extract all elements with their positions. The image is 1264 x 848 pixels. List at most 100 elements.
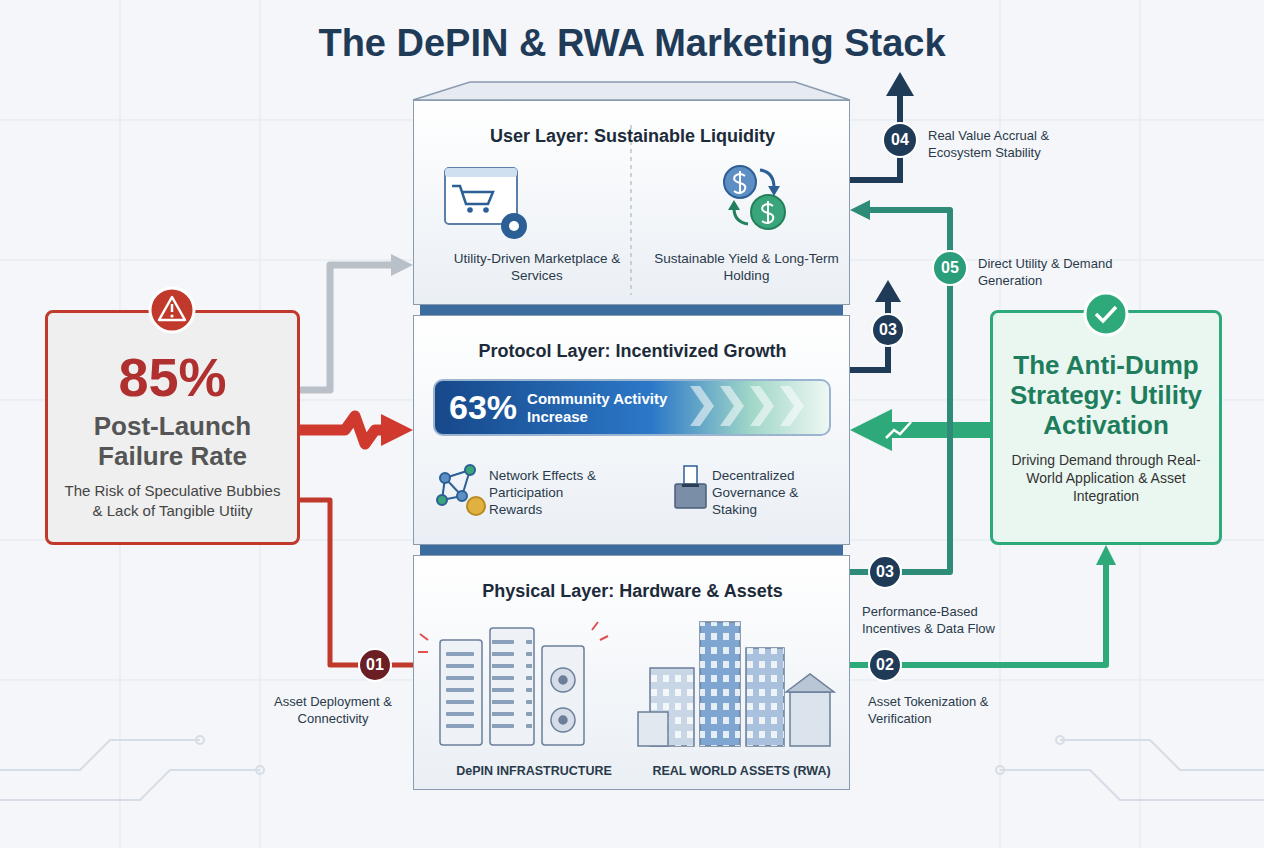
building-illustration	[700, 622, 740, 746]
marketplace-icon	[467, 207, 473, 213]
server-racks	[551, 668, 575, 692]
marketplace-icon	[445, 168, 517, 177]
callout-number: 05	[932, 250, 968, 286]
yield-icon	[760, 170, 774, 188]
warning-icon	[171, 304, 174, 312]
network-icon	[467, 497, 485, 515]
network-icon	[437, 495, 447, 505]
circuit-traces	[1056, 736, 1064, 744]
marketplace-icon	[445, 168, 517, 224]
circuit-traces	[0, 770, 260, 800]
warning-icon	[150, 288, 194, 332]
strategy-box: The Anti-Dump Strategy: Utility Activati…	[990, 310, 1222, 545]
bar-chevrons	[690, 386, 714, 426]
building-illustration	[746, 648, 784, 746]
arrow-head	[875, 280, 901, 302]
item-label: Utility-Driven Marketplace & Services	[452, 251, 622, 285]
item-label: Sustainable Yield & Long-Term Holding	[654, 251, 839, 285]
check-icon	[1096, 307, 1116, 321]
circuit-traces	[256, 766, 264, 774]
diagram-title: The DePIN & RWA Marketing Stack	[0, 22, 1264, 65]
risk-box: 85%Post-Launch Failure RateThe Risk of S…	[45, 310, 300, 545]
marketplace-icon	[452, 186, 493, 204]
growth-icon	[886, 422, 911, 438]
warning-icon	[170, 314, 173, 317]
item-label: Decentralized Governance & Staking	[712, 468, 844, 519]
network-icon	[445, 478, 462, 496]
building-illustration	[700, 622, 740, 746]
ballot-icon	[684, 466, 697, 484]
layer-box: Protocol Layer: Incentivized GrowthNetwo…	[413, 315, 850, 545]
circuit-traces	[1000, 770, 1264, 800]
divider	[630, 125, 632, 295]
warning-icon	[150, 288, 194, 332]
box-body: The Risk of Speculative Bubbies & Lack o…	[62, 481, 283, 520]
server-racks	[418, 622, 608, 745]
bar-chevrons	[720, 386, 744, 426]
circuit-traces	[0, 740, 200, 770]
bar-chevrons	[750, 386, 774, 426]
network-icon	[462, 470, 470, 496]
building-illustration	[650, 668, 694, 746]
layer-slab	[420, 305, 843, 315]
building-illustration	[650, 668, 694, 746]
flow-label: Asset Tokenization & Verification	[868, 694, 1018, 728]
server-racks	[542, 646, 584, 745]
callout-number: 04	[882, 122, 918, 158]
flow-label: Performance-Based Incentives & Data Flow	[862, 604, 1037, 638]
network-icon	[442, 496, 462, 500]
layer-title: User Layer: Sustainable Liquidity	[414, 125, 851, 148]
layer-slab	[420, 545, 843, 555]
callout-number: 03	[868, 555, 902, 589]
ballot-icon	[675, 484, 706, 508]
marketplace-icon	[483, 207, 489, 213]
callout-number: 01	[358, 648, 392, 682]
yield-icon	[734, 171, 745, 194]
yield-icon	[751, 195, 785, 229]
circuit-traces	[196, 736, 204, 744]
item-label: Network Effects & Participation Rewards	[489, 468, 611, 519]
bar-chevrons	[690, 386, 804, 426]
red-arrow	[300, 416, 397, 444]
yield-icon	[724, 166, 756, 198]
yield-icon	[768, 186, 780, 196]
server-racks	[490, 628, 534, 745]
server-racks	[551, 708, 575, 732]
network-icon	[437, 465, 485, 515]
marketplace-icon	[445, 168, 527, 239]
server-racks	[492, 634, 532, 730]
stat-number: 63%	[449, 386, 517, 429]
layer-box: Physical Layer: Hardware & AssetsDePIN I…	[413, 555, 850, 790]
box-title: Post-Launch Failure Rate	[62, 412, 283, 472]
asset-label: DePIN INFRASTRUCTURE	[429, 764, 639, 780]
building-illustration	[790, 692, 830, 746]
gray-arrow	[300, 265, 402, 390]
circuit-traces	[996, 766, 1004, 774]
check-icon	[1085, 293, 1127, 335]
red-line	[300, 500, 413, 665]
circuit-traces	[1060, 740, 1264, 770]
network-icon	[465, 465, 475, 475]
layer-box: User Layer: Sustainable LiquidityUtility…	[413, 100, 850, 305]
flow-label: Asset Deployment & Connectivity	[258, 694, 408, 728]
box-title: The Anti-Dump Strategy: Utility Activati…	[1005, 351, 1207, 441]
network-icon	[442, 478, 445, 500]
callout-number: 02	[868, 648, 902, 682]
yield-icon	[724, 166, 785, 229]
marketplace-icon	[501, 213, 527, 239]
marketplace-icon	[509, 221, 519, 231]
server-racks	[559, 716, 567, 724]
yield-icon	[734, 208, 748, 224]
building-illustration	[746, 648, 784, 746]
box-body: Driving Demand through Real-World Applic…	[1005, 451, 1207, 506]
yield-icon	[728, 200, 740, 210]
network-icon	[457, 491, 467, 501]
server-racks	[440, 640, 482, 745]
network-icon	[445, 470, 470, 478]
arrow-head	[875, 72, 914, 302]
server-racks	[418, 622, 608, 652]
building-illustration	[638, 622, 834, 746]
